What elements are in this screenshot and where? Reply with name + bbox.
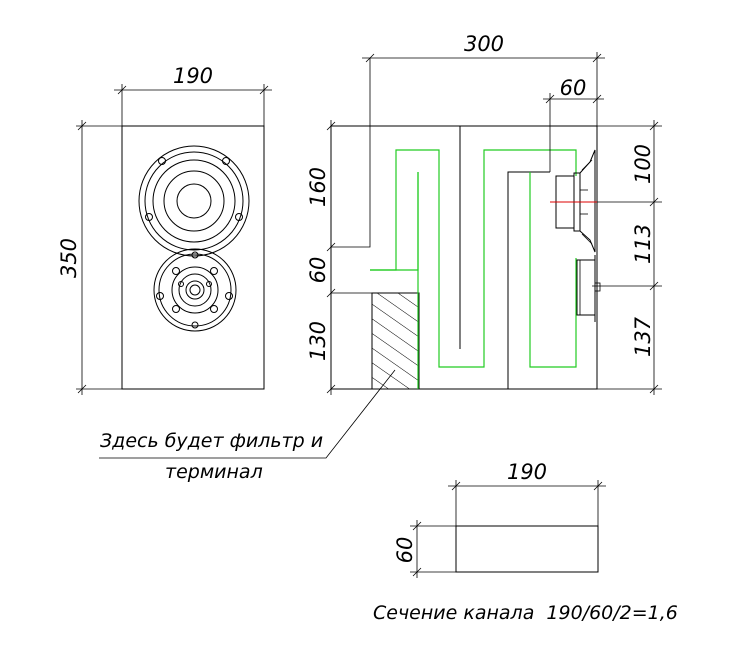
channel-width-label: 190 <box>507 460 547 484</box>
right-dimensions: 100 113 137 <box>584 120 662 395</box>
side-depth-label: 300 <box>464 32 504 56</box>
front-height-dimension: 350 <box>57 120 122 395</box>
labyrinth-channel <box>370 149 577 389</box>
left-dim-60: 60 <box>306 257 330 284</box>
left-dim-160: 160 <box>306 167 330 207</box>
channel-caption: Сечение канала 190/60/2=1,6 <box>373 602 678 624</box>
channel-height-label: 60 <box>393 537 417 564</box>
front-width-dimension: 190 <box>114 64 272 126</box>
filter-note: Здесь будет фильтр и терминал <box>99 369 396 483</box>
tweeter-front <box>153 248 237 332</box>
woofer-front <box>138 145 250 257</box>
channel-height-dimension: 60 <box>393 520 456 578</box>
right-dim-137: 137 <box>631 316 655 357</box>
filter-note-line1: Здесь будет фильтр и <box>100 430 323 452</box>
side-depth-dimension: 300 <box>362 32 605 126</box>
front-height-label: 350 <box>57 238 81 278</box>
right-dim-113: 113 <box>631 224 655 264</box>
side-cabinet-outline <box>330 125 598 390</box>
filter-note-line2: терминал <box>165 461 263 483</box>
channel-width-dimension: 190 <box>448 460 606 526</box>
woofer-side <box>550 149 597 253</box>
right-dim-100: 100 <box>631 144 655 184</box>
driver-depth-dimension: 60 <box>543 76 604 172</box>
front-width-label: 190 <box>173 64 213 88</box>
internal-partitions <box>331 58 550 389</box>
side-view: 300 60 160 60 130 <box>306 32 662 395</box>
channel-section-rect <box>455 525 599 573</box>
front-view: 190 350 <box>57 64 272 395</box>
driver-depth-label: 60 <box>560 76 587 100</box>
channel-section: 190 60 Сечение канала 190/60/2=1,6 <box>373 460 678 624</box>
left-dim-130: 130 <box>306 321 330 361</box>
left-dimensions: 160 60 130 <box>306 120 336 395</box>
tweeter-side <box>576 255 601 322</box>
front-cabinet-outline <box>121 125 265 390</box>
filter-terminal-area <box>371 292 420 390</box>
